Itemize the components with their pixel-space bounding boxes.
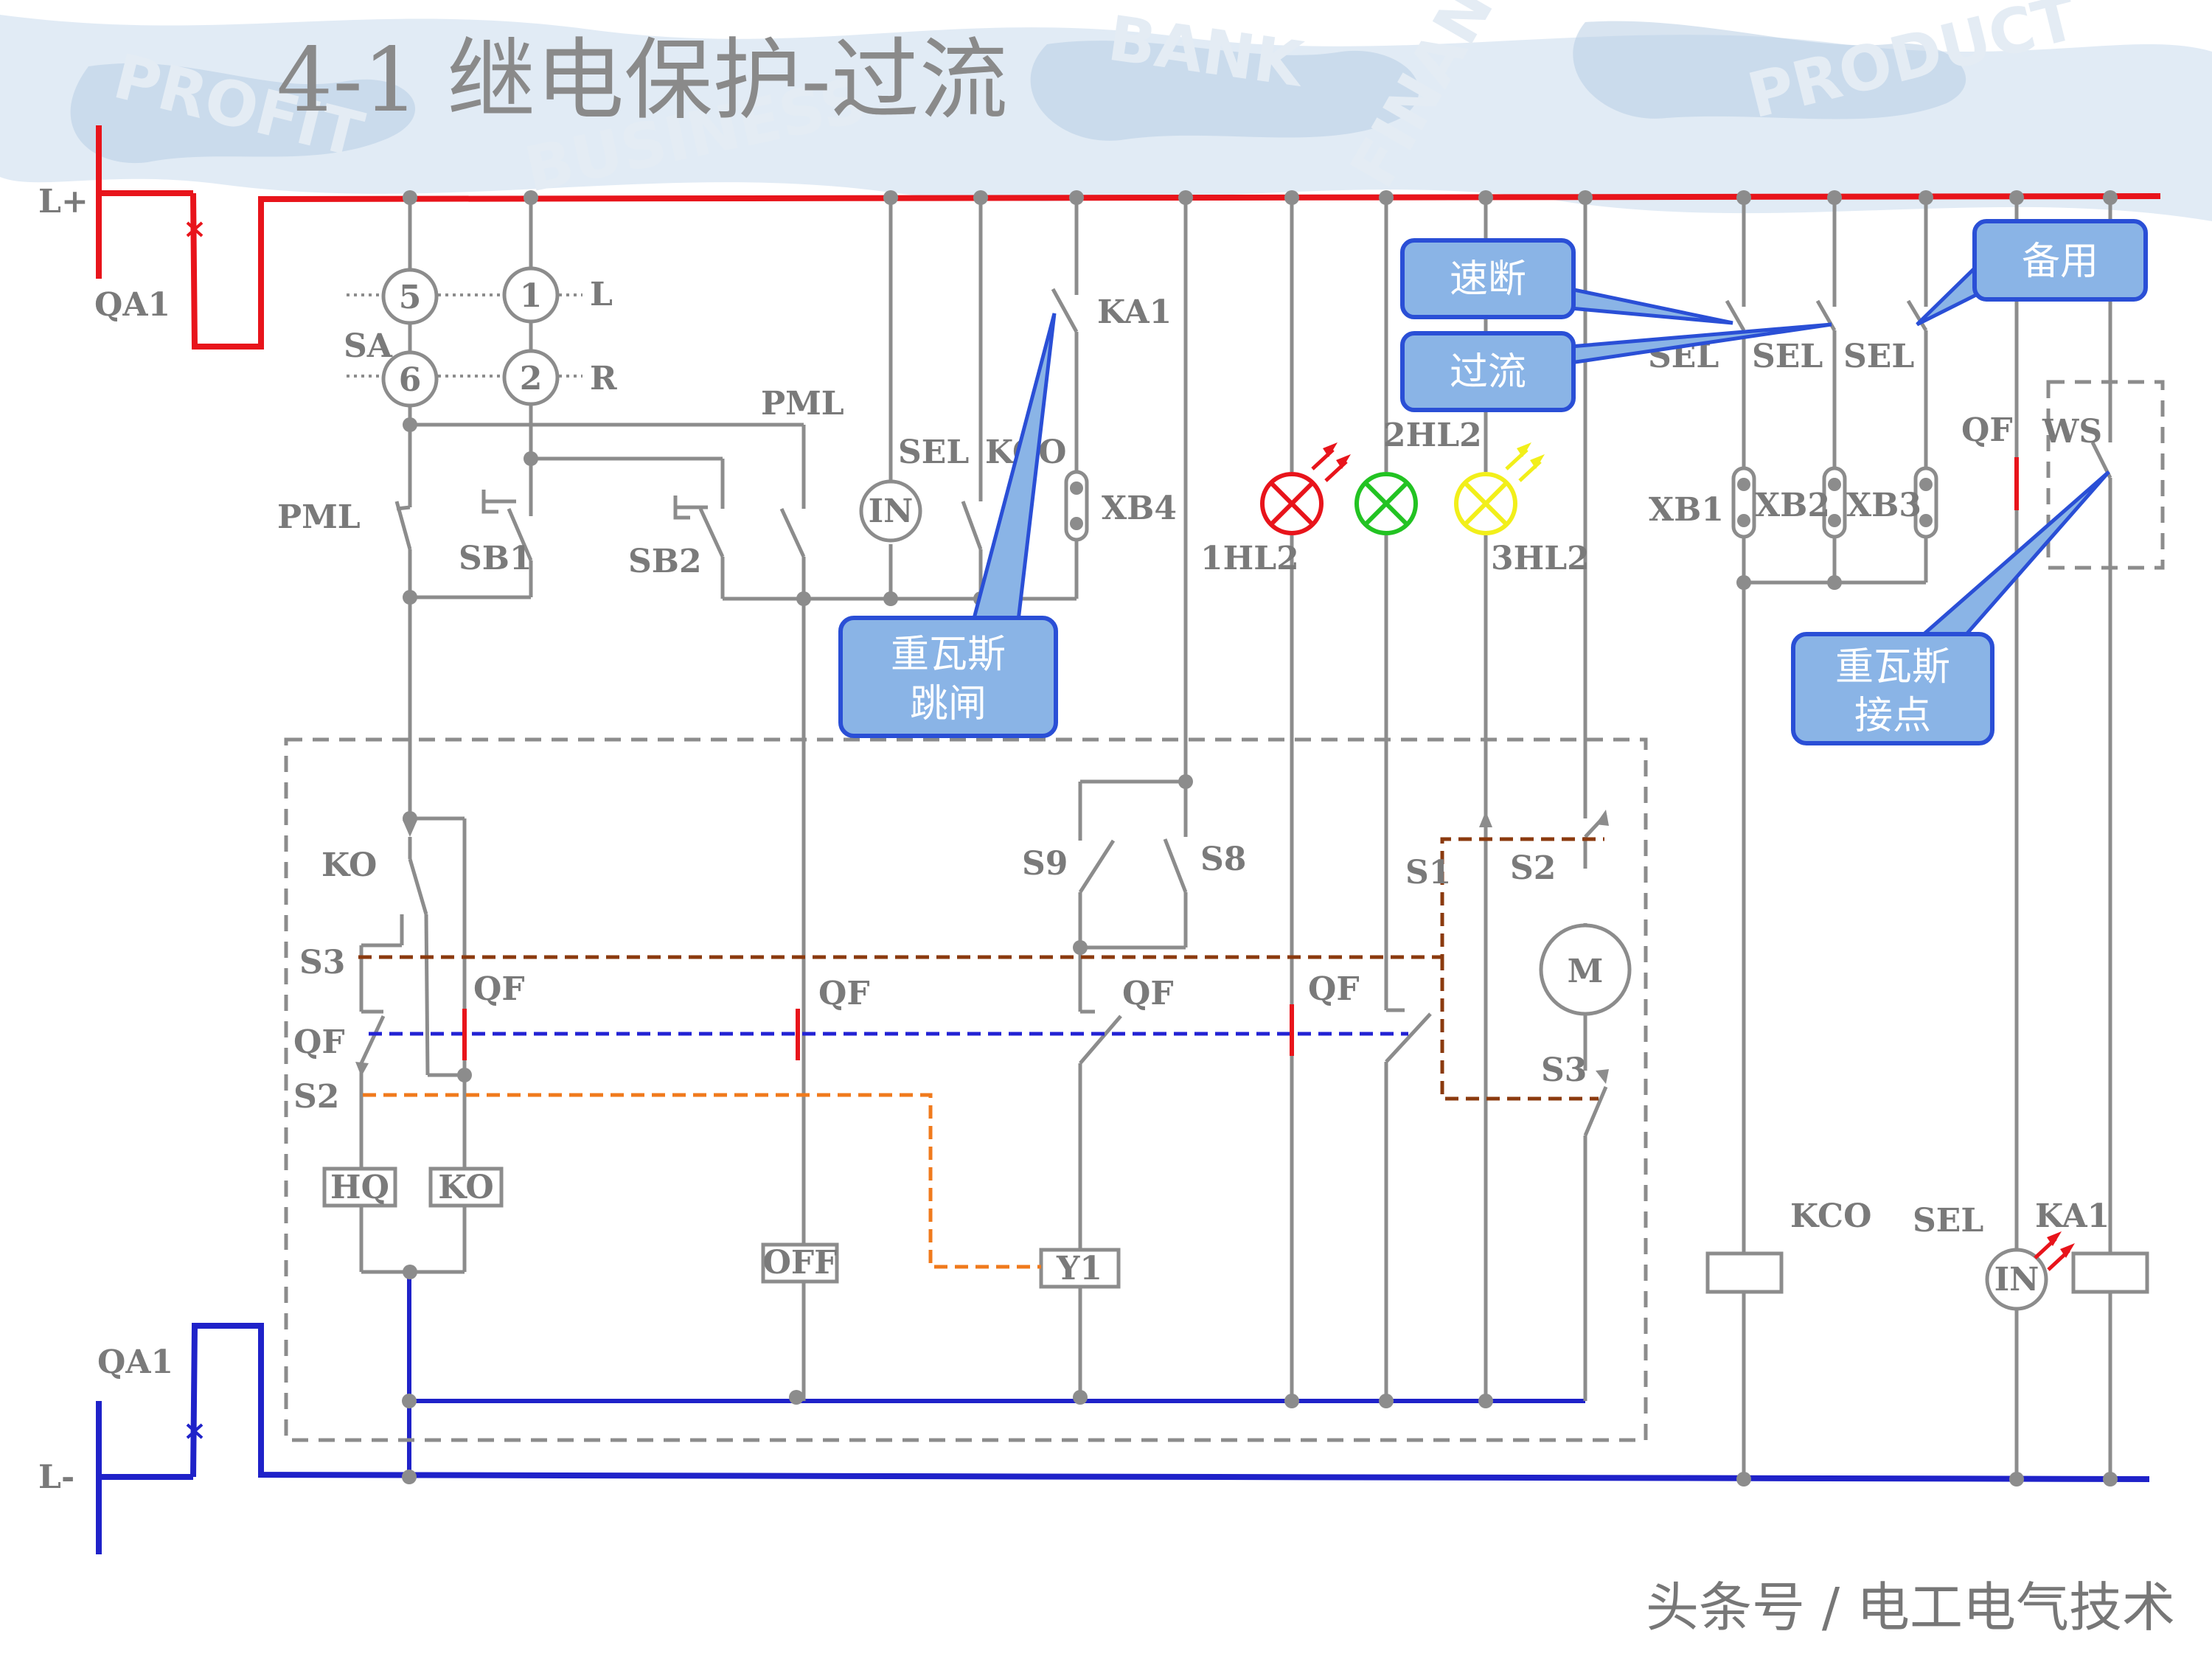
qa1-top-breaker-mark xyxy=(186,221,204,237)
header-background: PROFIT BUSINESS BANK FINANCE PRODUCT xyxy=(0,0,2212,221)
qf-label-2: QF xyxy=(818,975,870,1012)
sa-contact-1: 1 xyxy=(520,277,543,315)
qa1-bottom-breaker-mark xyxy=(186,1423,204,1439)
s3-right-label: S3 xyxy=(1541,1051,1587,1089)
sa-contact-5: 5 xyxy=(399,279,422,316)
pushbutton-heads xyxy=(481,490,708,520)
sel-coil-label: SEL xyxy=(1913,1202,1983,1239)
hl1-label: 1HL2 xyxy=(1200,540,1299,577)
y1-coil-label: Y1 xyxy=(1056,1250,1102,1287)
hl3-label: 3HL2 xyxy=(1491,540,1590,577)
quick-break-text: 速断 xyxy=(1450,257,1526,302)
s8-label: S8 xyxy=(1200,841,1246,878)
ka1-red-arrows-icon xyxy=(2034,1231,2075,1271)
pml-left-label: PML xyxy=(277,498,361,536)
in-meter-label: IN xyxy=(869,493,914,530)
qf-label-4: QF xyxy=(1308,970,1360,1008)
gas-trip-line-2: 跳闸 xyxy=(910,682,987,726)
sa-label: SA xyxy=(344,327,393,365)
in-coil-label: IN xyxy=(1994,1261,2039,1298)
spare-text: 备用 xyxy=(2022,240,2098,284)
callout-overcurrent: 过流 xyxy=(1400,322,1832,412)
hl2-label: 2HL2 xyxy=(1383,417,1482,454)
qf-label-left: QF xyxy=(293,1023,345,1061)
s9-label: S9 xyxy=(1022,845,1068,883)
gas-trip-line-1: 重瓦斯 xyxy=(891,633,1006,677)
coils xyxy=(322,1166,2149,1294)
inner-negative-bus xyxy=(407,1270,1585,1477)
ws-label: WS xyxy=(2042,413,2102,451)
callout-gas-trip: 重瓦斯 跳闸 xyxy=(838,313,1058,738)
ko-coil-label: KO xyxy=(438,1169,493,1206)
ko-label: KO xyxy=(321,846,377,884)
ka1-coil-label: KA1 xyxy=(2035,1197,2110,1235)
current-meter: IN IN xyxy=(859,479,2048,1311)
gas-contact-line-1: 重瓦斯 xyxy=(1835,645,1950,689)
lamp-red-icon xyxy=(1260,442,1351,535)
sa-contact-6: 6 xyxy=(399,361,422,399)
control-wiring xyxy=(359,198,2112,1479)
qf-auxiliary-marks xyxy=(462,457,2019,1060)
sel-c-label: SEL xyxy=(1843,338,1914,375)
sb2-label: SB2 xyxy=(628,543,702,580)
switchgear-panel-outline xyxy=(284,737,1648,1442)
lamp-yellow-icon xyxy=(1454,442,1545,535)
s1-label: S1 xyxy=(1405,854,1451,891)
sel-b-label: SEL xyxy=(1752,338,1823,375)
kco-coil-label: KCO xyxy=(1790,1197,1871,1235)
qf-label-1: QF xyxy=(473,970,525,1008)
hq-coil-label: HQ xyxy=(330,1169,389,1206)
negative-rail xyxy=(96,1323,2150,1554)
junction-dots xyxy=(402,190,2118,1487)
lamp-green-icon xyxy=(1354,472,1418,535)
qa1-top-label: QA1 xyxy=(94,286,170,324)
sa-contact-2: 2 xyxy=(520,360,543,397)
pml-top-label: PML xyxy=(761,385,844,423)
gas-relay-outline xyxy=(2046,380,2165,570)
xb2-label: XB2 xyxy=(1755,487,1830,524)
xb1-label: XB1 xyxy=(1649,491,1724,529)
terminal-link-dots xyxy=(1070,478,1933,530)
selector-switch-sa: 5 1 6 2 SA L R xyxy=(344,266,617,408)
component-labels: PML PML SB1 SB2 SEL KCO KA1 XB4 1HL2 2HL… xyxy=(277,293,2110,1239)
qf-right-label: QF xyxy=(1961,411,2013,449)
off-coil-label: OFF xyxy=(763,1244,838,1282)
sa-pos-l: L xyxy=(590,276,613,313)
sel-label: SEL xyxy=(898,434,969,471)
sa-pos-r: R xyxy=(590,360,617,397)
xb4-label: XB4 xyxy=(1102,490,1177,527)
s2-right-label: S2 xyxy=(1510,849,1556,887)
callout-spare: 备用 xyxy=(1916,219,2148,327)
overcurrent-text: 过流 xyxy=(1450,350,1526,394)
callout-quick-break: 速断 xyxy=(1400,238,1733,325)
mechanical-linkages xyxy=(358,837,1604,1269)
s3-left-label: S3 xyxy=(299,944,345,981)
page-title: 4-1 继电保护-过流 xyxy=(276,29,1008,132)
motor-label: M xyxy=(1568,953,1604,990)
rail-negative-label: L- xyxy=(38,1458,74,1496)
gas-contact-line-2: 接点 xyxy=(1854,694,1931,738)
source-credit: 头条号 / 电工电气技术 xyxy=(1646,1576,2175,1638)
qa1-bottom-label: QA1 xyxy=(97,1343,173,1381)
qf-label-3: QF xyxy=(1122,975,1174,1012)
xb3-label: XB3 xyxy=(1846,487,1921,524)
s2-left-label: S2 xyxy=(293,1078,339,1116)
rail-positive-label: L+ xyxy=(38,183,88,220)
ka1-label: KA1 xyxy=(1097,293,1172,331)
selector-links xyxy=(347,293,582,378)
callout-gas-contact: 重瓦斯 接点 xyxy=(1791,470,2110,745)
indicator-lamps xyxy=(1260,442,2075,1271)
switch-arrows xyxy=(355,810,1609,1084)
sb1-label: SB1 xyxy=(459,540,532,577)
motor-icon: M xyxy=(1539,923,1632,1016)
